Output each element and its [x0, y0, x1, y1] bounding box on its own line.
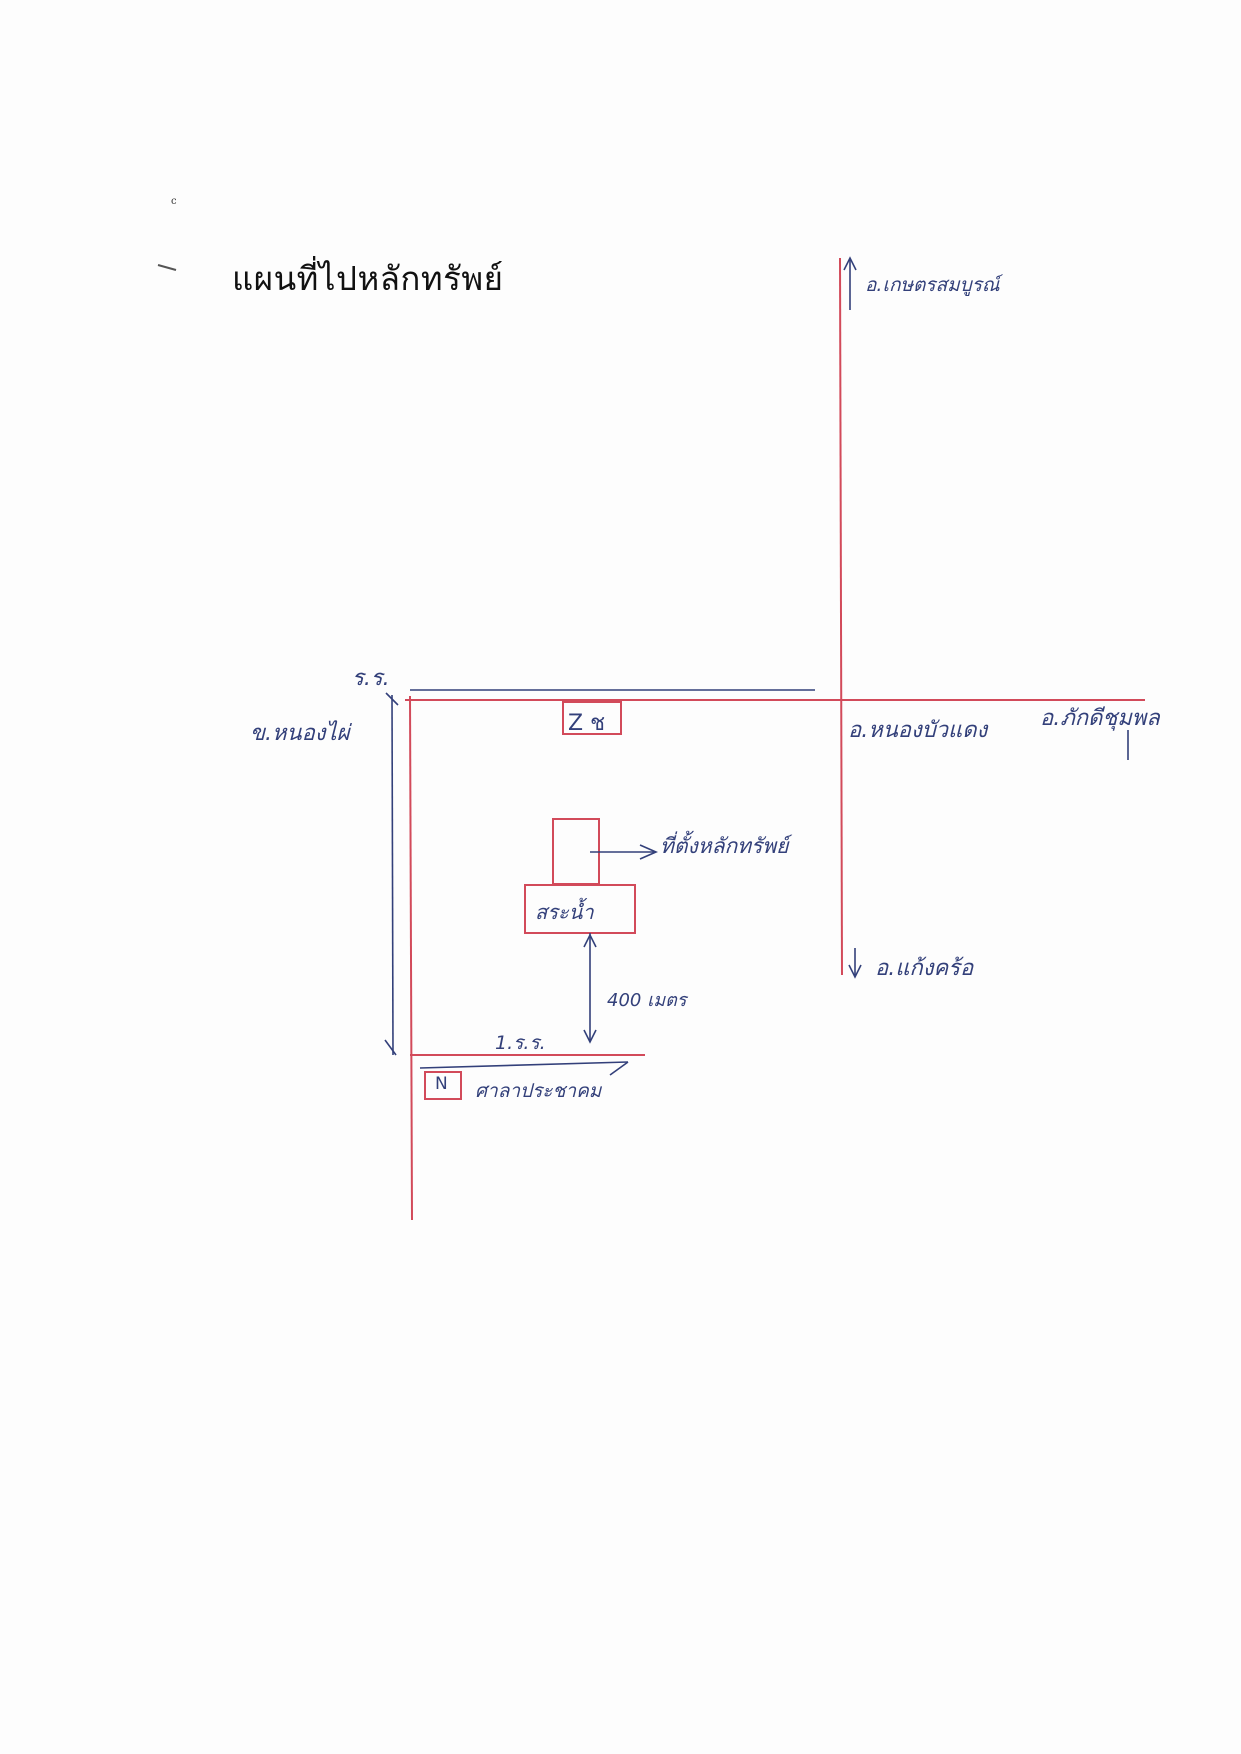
road-west-vertical	[409, 695, 413, 1221]
south-arrowhead	[848, 964, 862, 979]
map-title: แผนที่ไปหลักทรัพย์	[232, 259, 504, 298]
pond-box-outline	[524, 884, 636, 934]
pen-tick-bottom	[384, 1039, 397, 1056]
pointer-arrowhead	[639, 844, 658, 860]
label-north-box: N	[435, 1074, 448, 1094]
pen-underline	[419, 1061, 629, 1069]
label-north-destination: อ.เกษตรสมบูรณ์	[865, 274, 1000, 296]
label-south-destination: อ.แก้งคร้อ	[875, 956, 974, 981]
label-property-pointer: ที่ตั้งหลักทรัพย์	[660, 834, 789, 858]
north-arrowhead	[843, 256, 857, 271]
pen-underline-tick	[609, 1061, 629, 1076]
distance-arrow-top	[583, 933, 597, 948]
road-north-south	[839, 257, 843, 976]
label-junction-town: อ.หนองบัวแดง	[848, 718, 988, 743]
pen-tick-top	[385, 692, 399, 706]
corner-mark: c	[171, 196, 177, 207]
label-pond: สระน้ำ	[535, 900, 594, 924]
label-district-west: ข.หนองไผ่	[250, 721, 350, 746]
label-sala: ศาลาประชาคม	[475, 1080, 602, 1102]
stray-mark	[157, 264, 177, 271]
label-distance: 400 เมตร	[607, 990, 687, 1011]
label-road-bottom: 1.ร.ร.	[495, 1032, 546, 1054]
pen-distance-line	[391, 694, 394, 1056]
north-box-outline	[424, 1071, 462, 1100]
distance-arrow-bottom	[583, 1029, 597, 1044]
label-east-destination: อ.ภักดีชุมพล	[1040, 706, 1160, 731]
zone-box-outline	[562, 701, 622, 735]
label-zone-box: Z ช	[568, 711, 605, 736]
label-road-top: ร.ร.	[352, 666, 390, 691]
